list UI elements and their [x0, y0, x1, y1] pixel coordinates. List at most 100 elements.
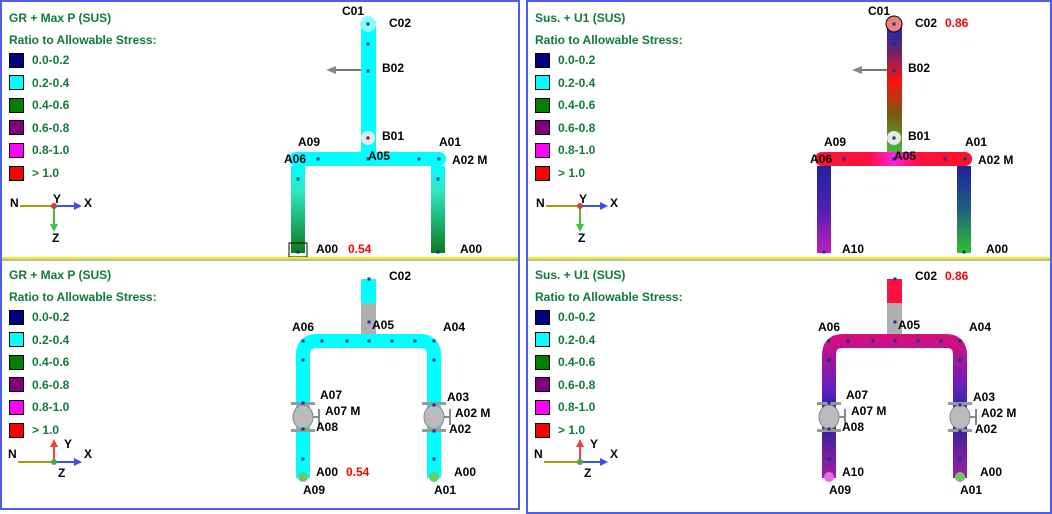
node-marker[interactable] — [958, 403, 962, 407]
node-marker[interactable] — [893, 339, 897, 343]
pane-gr-max-p-top[interactable]: GR + Max P (SUS)Ratio to Allowable Stres… — [2, 259, 518, 514]
node-marker[interactable] — [367, 320, 371, 324]
node-marker[interactable] — [367, 339, 371, 343]
stub-valve[interactable] — [887, 303, 902, 335]
u-loop-pipe[interactable] — [822, 334, 967, 478]
pane-sus-u1-top[interactable]: Sus. + U1 (SUS)Ratio to Allowable Stress… — [528, 259, 1050, 514]
node-marker[interactable] — [432, 457, 436, 461]
node-marker[interactable] — [958, 457, 962, 461]
node-marker[interactable] — [827, 358, 831, 362]
node-label-a09: A09 — [303, 483, 325, 497]
node-marker[interactable] — [827, 401, 831, 405]
left-viewport[interactable]: GR + Max P (SUS)Ratio to Allowable Stres… — [0, 0, 520, 510]
node-marker[interactable] — [413, 339, 417, 343]
node-marker[interactable] — [892, 22, 896, 26]
right-leg-pipe[interactable] — [431, 166, 445, 253]
node-marker[interactable] — [893, 320, 897, 324]
node-marker[interactable] — [436, 250, 440, 254]
stub-valve[interactable] — [361, 303, 376, 335]
legend-label: > 1.0 — [32, 166, 60, 180]
node-marker[interactable] — [432, 429, 436, 433]
node-marker[interactable] — [432, 403, 436, 407]
node-marker[interactable] — [432, 339, 436, 343]
anchor-a01-icon[interactable] — [429, 472, 439, 482]
node-marker[interactable] — [892, 136, 896, 140]
node-marker[interactable] — [963, 157, 967, 161]
legend-item: 0.2-0.4 — [9, 332, 69, 348]
legend-item: 0.0-0.2 — [535, 309, 595, 325]
node-marker[interactable] — [842, 157, 846, 161]
node-marker[interactable] — [939, 339, 943, 343]
pane-divider[interactable] — [2, 257, 518, 261]
node-marker[interactable] — [827, 427, 831, 431]
left-leg-pipe[interactable] — [817, 166, 831, 253]
anchor-a09-icon[interactable] — [824, 472, 834, 482]
node-marker[interactable] — [296, 250, 300, 254]
node-marker[interactable] — [822, 250, 826, 254]
valve-icon[interactable] — [423, 404, 445, 430]
node-marker[interactable] — [417, 157, 421, 161]
node-marker[interactable] — [366, 42, 370, 46]
node-marker[interactable] — [296, 177, 300, 181]
node-marker[interactable] — [892, 69, 896, 73]
node-marker[interactable] — [962, 250, 966, 254]
node-marker[interactable] — [301, 427, 305, 431]
node-marker[interactable] — [316, 157, 320, 161]
node-marker[interactable] — [366, 69, 370, 73]
pane-gr-max-p-front[interactable]: GR + Max P (SUS)Ratio to Allowable Stres… — [2, 2, 518, 257]
node-marker[interactable] — [436, 177, 440, 181]
node-marker[interactable] — [301, 339, 305, 343]
max-stress-marker[interactable] — [288, 242, 308, 257]
riser-pipe[interactable] — [361, 22, 376, 154]
node-marker[interactable] — [958, 358, 962, 362]
node-marker[interactable] — [345, 339, 349, 343]
node-marker[interactable] — [871, 339, 875, 343]
node-marker[interactable] — [432, 358, 436, 362]
node-marker[interactable] — [846, 339, 850, 343]
node-marker[interactable] — [892, 42, 896, 46]
node-marker[interactable] — [301, 358, 305, 362]
node-marker[interactable] — [301, 457, 305, 461]
pane-sus-u1-front[interactable]: Sus. + U1 (SUS)Ratio to Allowable Stress… — [528, 2, 1050, 257]
axis-label-n: N — [10, 196, 19, 210]
node-marker[interactable] — [943, 157, 947, 161]
node-marker[interactable] — [892, 157, 896, 161]
node-marker[interactable] — [962, 177, 966, 181]
node-marker[interactable] — [367, 277, 371, 281]
node-marker[interactable] — [827, 339, 831, 343]
valve-icon[interactable] — [818, 404, 840, 430]
node-marker[interactable] — [366, 22, 370, 26]
node-marker[interactable] — [916, 339, 920, 343]
node-label-a06: A06 — [818, 320, 840, 334]
node-marker[interactable] — [827, 457, 831, 461]
anchor-a01-icon[interactable] — [955, 472, 965, 482]
node-marker[interactable] — [366, 136, 370, 140]
node-marker[interactable] — [301, 401, 305, 405]
node-label-a07-m: A07 M — [851, 404, 886, 418]
node-marker[interactable] — [958, 339, 962, 343]
node-marker[interactable] — [390, 339, 394, 343]
valve-icon[interactable] — [292, 404, 314, 430]
riser-pipe[interactable] — [887, 22, 902, 154]
pane-divider[interactable] — [528, 257, 1050, 261]
anchor-a09-icon[interactable] — [298, 472, 308, 482]
legend-swatch — [535, 120, 550, 136]
node-marker[interactable] — [366, 157, 370, 161]
valve-icon[interactable] — [949, 404, 971, 430]
node-marker[interactable] — [958, 429, 962, 433]
right-leg-pipe[interactable] — [957, 166, 971, 253]
u-loop-pipe[interactable] — [296, 334, 441, 478]
node-marker[interactable] — [320, 339, 324, 343]
node-label-a07-m: A07 M — [325, 404, 360, 418]
node-label-a09: A09 — [298, 135, 320, 149]
node-marker[interactable] — [893, 277, 897, 281]
right-viewport[interactable]: Sus. + U1 (SUS)Ratio to Allowable Stress… — [526, 0, 1052, 514]
node-marker[interactable] — [822, 177, 826, 181]
legend-label: 0.8-1.0 — [558, 400, 596, 415]
left-leg-pipe[interactable] — [291, 166, 305, 253]
node-marker[interactable] — [437, 157, 441, 161]
